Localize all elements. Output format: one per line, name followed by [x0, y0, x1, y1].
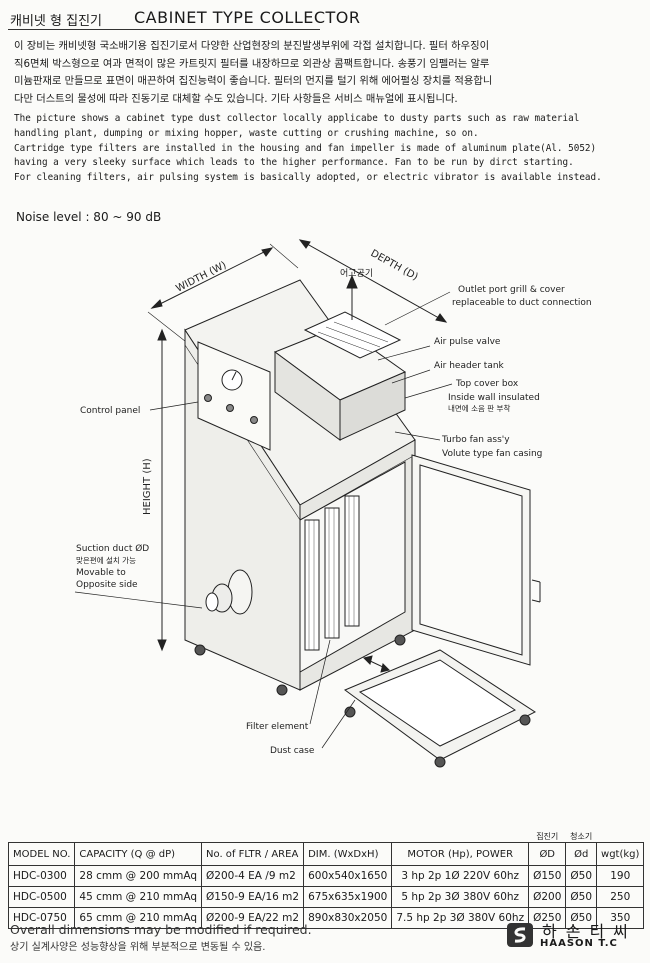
noise-level: Noise level : 80 ~ 90 dB [16, 210, 162, 224]
table-row: HDC-0500 45 cmm @ 210 mmAq Ø150-9 EA/16 … [7, 886, 645, 908]
volute-casing-label: Volute type fan casing [442, 449, 542, 459]
suction-duct-label: Suction duct ØD [76, 543, 149, 554]
description-english-line: handling plant, dumping or mixing hopper… [14, 127, 479, 139]
cabinet-body [184, 274, 541, 768]
width-dimension [147, 243, 299, 346]
cell-filter: Ø200-4 EA /9 m2 [201, 865, 305, 887]
cell-capacity: 45 cmm @ 210 mmAq [74, 886, 203, 908]
inside-wall-ko-label: 내면에 소음 판 부착 [448, 403, 510, 413]
height-dimension [157, 328, 167, 652]
company-name-english: HAASON T.C [540, 938, 618, 949]
turbo-fan-label: Turbo fan ass'y [441, 435, 510, 445]
col-header: MOTOR (Hp), POWER [391, 842, 530, 866]
cell-collector-d: Ø150 [528, 865, 567, 887]
description-english-line: The picture shows a cabinet type dust co… [14, 113, 580, 124]
cell-motor: 5 hp 2p 3Ø 380V 60hz [391, 886, 530, 908]
description-korean-line: 직6면체 박스형으로 여과 면적이 많은 카트릿지 필터를 내장하므로 외관상 … [14, 57, 490, 70]
cell-capacity: 65 cmm @ 210 mmAq [74, 907, 203, 929]
top-cover-box-label: Top cover box [455, 379, 519, 389]
group-header-collector: 집진기 [536, 832, 559, 841]
outlet-label-2: replaceable to duct connection [452, 298, 592, 308]
air-header-tank-label: Air header tank [434, 361, 505, 371]
suction-ko-label: 맞은편에 설치 가능 [76, 555, 136, 565]
cell-filter: Ø200-9 EA/22 m2 [201, 907, 305, 929]
cell-blower-d: Ø50 [565, 865, 598, 887]
cell-filter: Ø150-9 EA/16 m2 [201, 886, 305, 908]
inside-wall-label: Inside wall insulated [448, 393, 540, 403]
movable-to-label: Movable to [76, 568, 126, 578]
dust-case-label: Dust case [270, 746, 315, 756]
cell-model: HDC-0750 [7, 907, 76, 929]
table-group-header-row: 집진기 청소기 [9, 820, 644, 843]
table-row: HDC-0300 28 cmm @ 200 mmAq Ø200-4 EA /9 … [7, 865, 645, 887]
company-logo-icon [507, 923, 533, 947]
cell-dim: 675x635x1900 [303, 886, 393, 908]
cell-weight: 350 [596, 907, 645, 929]
air-pulse-valve-label: Air pulse valve [434, 337, 501, 347]
description-english-line: Cartridge type filters are installed in … [14, 142, 597, 154]
col-header: Ød [565, 842, 598, 866]
cell-collector-d: Ø250 [528, 907, 567, 929]
cell-dim: 890x830x2050 [303, 907, 393, 929]
cell-collector-d: Ø200 [528, 886, 567, 908]
description-korean-line: 다만 더스트의 물성에 따라 진동기로 대체할 수도 있습니다. 기타 사항들은… [14, 92, 458, 105]
collector-diagram: WIDTH (W) DEPTH (D) HEIGHT (H) [74, 239, 592, 768]
group-header-blower: 청소기 [570, 832, 593, 841]
outlet-label-1: Outlet port grill & cover [458, 285, 565, 295]
title-english: CABINET TYPE COLLECTOR [134, 8, 361, 27]
footer-note-english: Overall dimensions may be modified if re… [10, 922, 312, 937]
depth-dimension [298, 239, 448, 323]
cell-blower-d: Ø50 [565, 886, 598, 908]
description-english: The picture shows a cabinet type dust co… [14, 112, 644, 186]
cell-motor: 7.5 hp 2p 3Ø 380V 60hz [391, 907, 530, 929]
table-row: HDC-0750 65 cmm @ 210 mmAq Ø200-9 EA/22 … [7, 907, 645, 929]
cell-weight: 250 [596, 886, 645, 908]
opposite-side-label: Opposite side [76, 580, 138, 590]
description-english-line: having a very sleeky surface which leads… [14, 157, 574, 169]
cell-weight: 190 [596, 865, 645, 887]
cell-model: HDC-0500 [7, 886, 76, 908]
cell-motor: 3 hp 2p 1Ø 220V 60hz [391, 865, 530, 887]
cell-model: HDC-0300 [7, 865, 76, 887]
filter-element-label: Filter element [246, 722, 309, 732]
title-korean: 캐비넷 형 집진기 [10, 14, 102, 29]
description-korean-line: 이 장비는 캐비넷형 국소배기용 집진기로서 다양한 산업현장의 분진발생부위에… [14, 40, 490, 52]
table-header-row: MODEL NO. CAPACITY (Q @ dP) No. of FLTR … [7, 842, 645, 866]
exhaust-label: 어고공기 [340, 268, 373, 279]
description-english-line: For cleaning filters, air pulsing system… [14, 172, 602, 184]
cell-dim: 600x540x1650 [303, 865, 393, 887]
col-header: DIM. (WxDxH) [303, 842, 393, 866]
spec-table: 집진기 청소기 MODEL NO. CAPACITY (Q @ dP) No. … [7, 820, 645, 929]
leader-lines [74, 291, 453, 749]
cell-blower-d: Ø50 [565, 907, 598, 929]
company-name-korean: 하손티씨 [542, 922, 637, 941]
description-korean: 이 장비는 캐비넷형 국소배기용 집진기로서 다양한 산업현장의 분진발생부위에… [14, 38, 636, 108]
depth-label: DEPTH (D) [369, 248, 420, 283]
col-header: MODEL NO. [7, 842, 76, 866]
description-korean-line: 미늄판재로 만들므로 표면이 매끈하여 집진능력이 좋습니다. 필터의 먼지를 … [14, 75, 493, 87]
title-underline [8, 29, 320, 30]
footer-note-korean: 상기 실계사양은 성능향상을 위해 부분적으로 변동될 수 있음. [10, 942, 266, 953]
col-header: ØD [528, 842, 567, 866]
col-header: wgt(kg) [596, 842, 645, 866]
col-header: CAPACITY (Q @ dP) [74, 842, 203, 866]
cell-capacity: 28 cmm @ 200 mmAq [74, 865, 203, 887]
height-label: HEIGHT (H) [142, 458, 153, 515]
width-label: WIDTH (W) [174, 260, 228, 295]
control-panel-label: Control panel [80, 406, 140, 416]
col-header: No. of FLTR / AREA [201, 842, 305, 866]
